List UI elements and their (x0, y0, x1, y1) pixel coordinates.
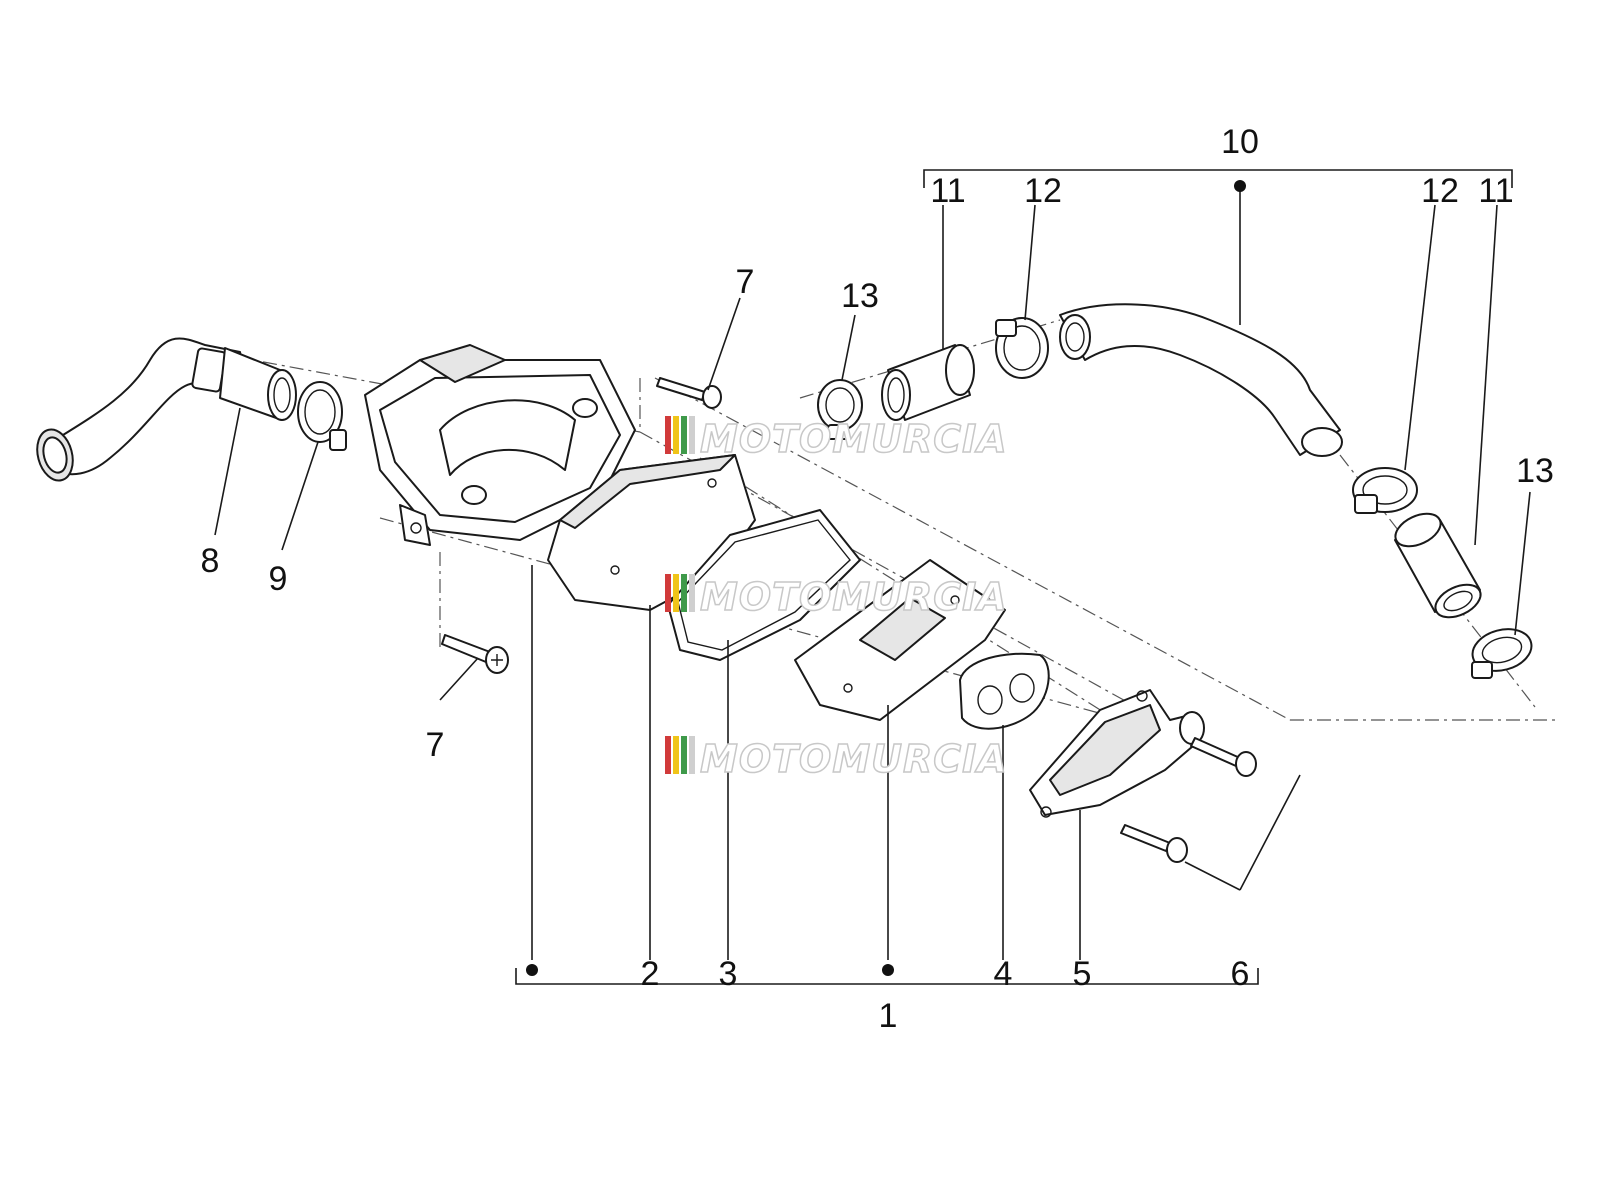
watermark-stripe (681, 736, 687, 774)
watermark-bottom: MOTOMURCIA (665, 736, 1008, 782)
part-13b-clamp (1471, 628, 1533, 679)
callout-9: 9 (269, 560, 288, 598)
part-housing (364, 344, 636, 546)
callout-12-right: 12 (1421, 172, 1459, 210)
watermark-stripe (689, 736, 695, 774)
leader-lines (214, 185, 1531, 960)
part-8-hose (36, 337, 297, 482)
watermark-stripe (681, 416, 687, 454)
callout-13-right: 13 (1516, 452, 1554, 490)
watermark-stripe (681, 574, 687, 612)
callout-10: 10 (1221, 123, 1259, 161)
watermark-text: MOTOMURCIA (700, 737, 1008, 781)
callouts: 10 11 12 12 11 7 13 13 8 9 7 2 3 4 5 6 1 (201, 123, 1554, 1035)
watermark-stripe (665, 736, 671, 774)
watermark-stripe (673, 574, 679, 612)
part-9-clamp (297, 381, 347, 451)
callout-6: 6 (1231, 955, 1250, 993)
part-11a-sleeve (881, 344, 975, 421)
bracket-10 (923, 169, 1513, 192)
watermark-stripe (689, 416, 695, 454)
callout-8: 8 (201, 542, 220, 580)
callout-11-left: 11 (930, 172, 965, 210)
watermark-top: MOTOMURCIA (665, 416, 1008, 462)
callout-5: 5 (1073, 955, 1092, 993)
watermark-stripe (689, 574, 695, 612)
callout-7-top: 7 (736, 263, 755, 301)
callout-12-left: 12 (1024, 172, 1062, 210)
part-6-screws (1120, 737, 1257, 863)
part-7b-bolt (441, 634, 509, 674)
callout-7-bottom: 7 (426, 726, 445, 764)
part-12b-clamp (1352, 467, 1418, 514)
callout-1: 1 (879, 997, 898, 1035)
callout-11-right: 11 (1478, 172, 1513, 210)
watermark-stripe (673, 416, 679, 454)
part-3-gasket (667, 509, 861, 661)
part-1-reed-plate (794, 559, 1006, 721)
watermark-text: MOTOMURCIA (700, 417, 1008, 461)
part-7a-bolt (656, 377, 722, 409)
watermark-stripe (673, 736, 679, 774)
part-12a-clamp (995, 317, 1049, 379)
watermark-text: MOTOMURCIA (700, 575, 1008, 619)
part-11b-sleeve (1394, 512, 1482, 619)
watermark-middle: MOTOMURCIA (665, 574, 1008, 620)
part-4-valve (959, 652, 1050, 730)
watermark-stripe (665, 574, 671, 612)
bracket-1 (515, 964, 1259, 985)
callout-2: 2 (641, 955, 660, 993)
callout-3: 3 (719, 955, 738, 993)
part-10-pipe (1059, 303, 1343, 457)
part-13a-clamp (817, 379, 863, 440)
callout-4: 4 (994, 955, 1013, 993)
callout-13-left: 13 (841, 277, 879, 315)
watermark-stripe (665, 416, 671, 454)
part-5-cover (1029, 689, 1205, 818)
